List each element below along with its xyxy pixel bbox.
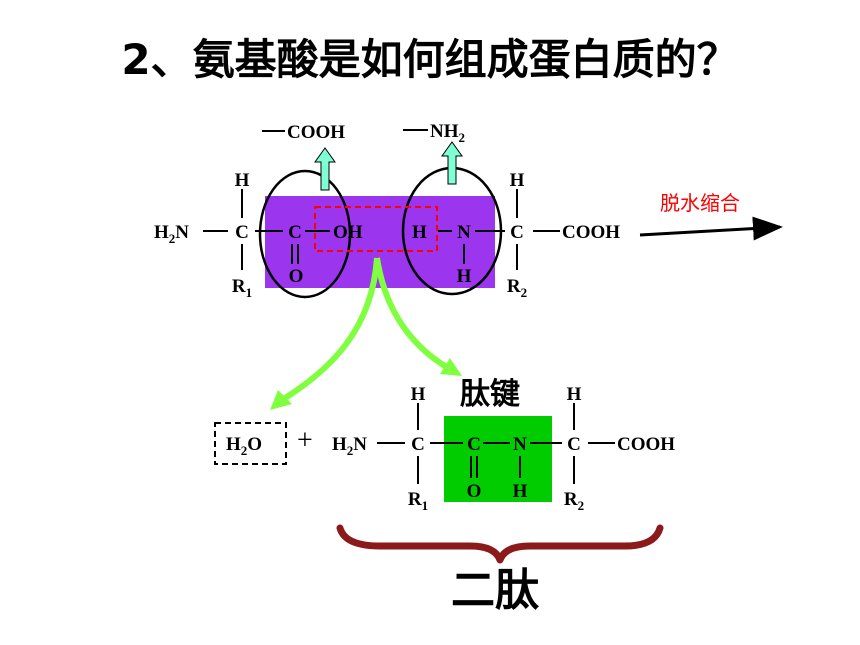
- reaction-label: 脱水缩合: [660, 191, 740, 215]
- top-bonds: [203, 129, 560, 270]
- teal-arrow-nh2: [441, 141, 463, 185]
- arrow-to-water: [280, 257, 380, 403]
- dipeptide-n: N: [513, 434, 527, 455]
- dipeptide-h-left: H: [411, 384, 426, 405]
- dipeptide-n-h: H: [513, 481, 528, 502]
- top-c-left: C: [235, 222, 249, 243]
- removed-cooh: COOH: [287, 122, 345, 143]
- arrow-to-bond-head: [440, 358, 462, 376]
- dipeptide-c-left: C: [411, 434, 425, 455]
- top-h-right: H: [510, 170, 525, 191]
- water-formula: H2O: [226, 434, 262, 458]
- top-h-left: H: [235, 170, 250, 191]
- top-cooh-end: COOH: [562, 222, 620, 243]
- top-n-amino: N: [457, 222, 471, 243]
- dipeptide-label: 二肽: [451, 565, 539, 616]
- arrow-to-bond: [374, 257, 450, 371]
- top-carbonyl-c: C: [288, 222, 302, 243]
- dipeptide-h-right: H: [567, 384, 582, 405]
- top-c-right: C: [510, 222, 524, 243]
- bottom-bonds: [377, 403, 615, 484]
- green-highlight: [444, 416, 552, 502]
- dipeptide-c-right: C: [567, 434, 581, 455]
- dipeptide-r2: R2: [564, 489, 584, 513]
- carboxyl-circle: [258, 169, 352, 299]
- dipeptide-h2n: H2N: [332, 434, 367, 458]
- dipeptide-brace: [336, 524, 664, 564]
- top-h-amino: H: [412, 222, 427, 243]
- dipeptide-cooh: COOH: [617, 434, 675, 455]
- top-carbonyl-o: O: [289, 266, 304, 287]
- removed-nh2: NH2: [430, 121, 465, 145]
- dipeptide-carbonyl-o: O: [467, 481, 482, 502]
- arrow-to-water-head: [270, 390, 292, 410]
- top-r2: R2: [507, 276, 527, 300]
- top-h-amino-bottom: H: [457, 266, 472, 287]
- top-r1: R1: [232, 276, 252, 300]
- reaction-arrow: [639, 216, 783, 241]
- page-title: 2、氨基酸是如何组成蛋白质的？: [121, 35, 739, 84]
- water-box: [214, 422, 287, 465]
- teal-arrow-cooh: [314, 147, 336, 191]
- dipeptide-r1: R1: [408, 489, 428, 513]
- water-removal-box: [314, 206, 438, 252]
- peptide-bond-label: 肽键: [460, 377, 520, 412]
- dipeptide-carbonyl-c: C: [467, 434, 481, 455]
- plus-sign: +: [297, 425, 313, 456]
- top-h2n: H2N: [154, 222, 189, 246]
- top-oh: OH: [333, 222, 363, 243]
